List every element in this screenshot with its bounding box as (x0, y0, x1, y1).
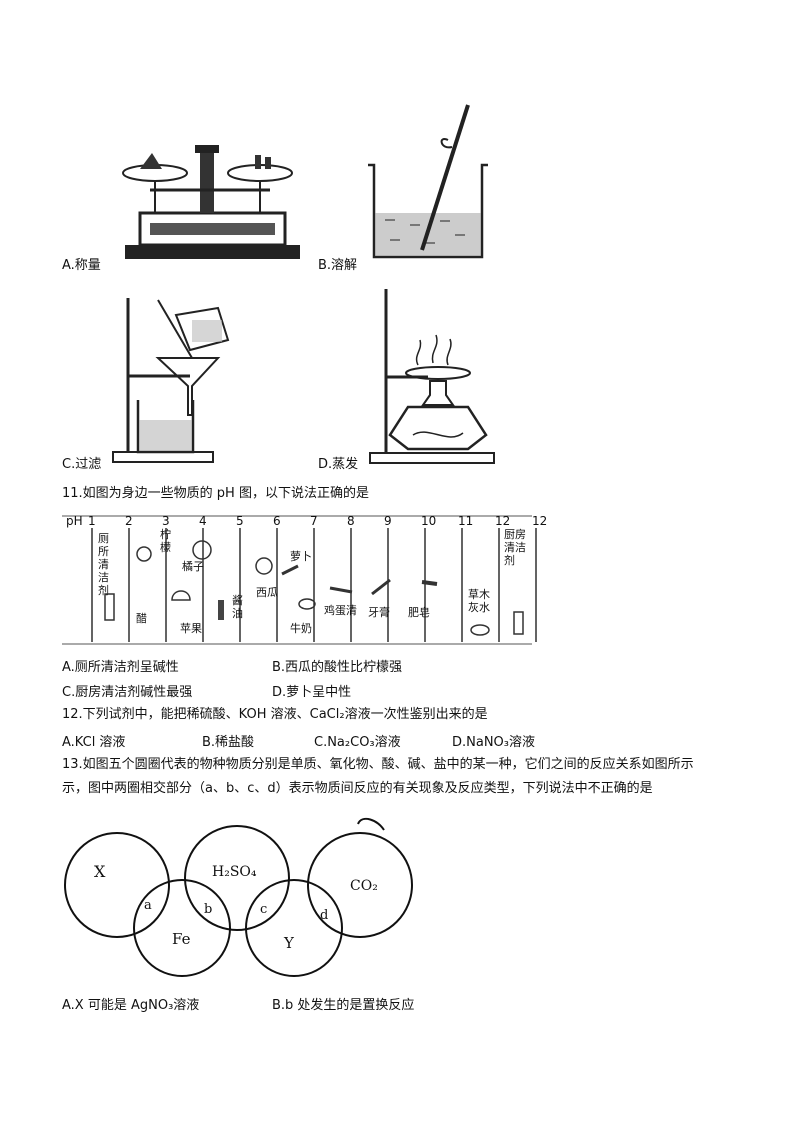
item-watermelon: 西瓜 (256, 586, 278, 599)
ph-tick-label: 10 (421, 514, 437, 528)
q11-option-a: A.厕所清洁剂呈碱性 (62, 660, 179, 675)
label-co2: CO₂ (350, 878, 378, 894)
item-radish: 萝卜 (290, 550, 312, 563)
q13-option-a: A.X 可能是 AgNO₃溶液 (62, 998, 200, 1013)
circle-co2 (307, 832, 413, 938)
circle-y (245, 879, 343, 977)
label-x: X (94, 862, 106, 881)
q12-option-a: A.KCl 溶液 (62, 735, 126, 750)
label-c: c (260, 902, 268, 917)
five-circles-diagram: X H₂SO₄ CO₂ Fe Y a b c d (62, 810, 422, 980)
item-soy-sauce: 酱油 (232, 594, 243, 620)
label-a: a (144, 898, 152, 913)
circle-fe (133, 879, 231, 977)
item-pictures (104, 540, 524, 636)
label-fe: Fe (172, 930, 191, 948)
ph-axis-label: pH (66, 514, 83, 528)
balance-figure (122, 145, 300, 259)
item-vinegar: 醋 (136, 612, 147, 625)
item-toilet-cleaner: 厕所清洁剂 (98, 532, 109, 597)
q12-option-b: B.稀盐酸 (202, 735, 255, 750)
ph-tick-label: 6 (273, 514, 281, 528)
item-orange: 橘子 (182, 560, 204, 573)
item-lemon: 柠檬 (160, 528, 171, 554)
q12-option-c: C.Na₂CO₃溶液 (314, 735, 401, 750)
item-soap: 肥皂 (408, 606, 430, 619)
option-c-filtration: C.过滤 (62, 457, 102, 472)
label-h2so4: H₂SO₄ (212, 864, 257, 880)
item-apple: 苹果 (180, 622, 202, 635)
ph-tick-label: 12 (532, 514, 548, 528)
ph-tick-label: 7 (310, 514, 318, 528)
ph-tick-label: 2 (125, 514, 133, 528)
q12-option-d: D.NaNO₃溶液 (452, 735, 536, 750)
question-13-stem-line2: 示，图中两圈相交部分（a、b、c、d）表示物质间反应的有关现象及反应类型，下列说… (62, 781, 653, 796)
circle-h2so4 (184, 825, 290, 931)
circle-x (64, 832, 170, 938)
label-b: b (204, 902, 213, 917)
item-plant-ash-water: 草木灰水 (468, 588, 490, 614)
filtration-figure (112, 298, 230, 463)
beaker-stirring-figure (368, 104, 488, 259)
question-11-stem: 11.如图为身边一些物质的 pH 图，以下说法正确的是 (62, 486, 369, 501)
ph-tick-label: 8 (347, 514, 355, 528)
label-y: Y (284, 934, 294, 952)
ph-tick-label: 11 (458, 514, 474, 528)
ph-tick-label: 5 (236, 514, 244, 528)
item-kitchen-cleaner: 厨房清洁剂 (504, 528, 526, 567)
item-toothpaste: 牙膏 (368, 606, 390, 619)
ph-tick-label: 9 (384, 514, 392, 528)
ph-tick-label: 4 (199, 514, 207, 528)
q11-option-b: B.西瓜的酸性比柠檬强 (272, 660, 403, 675)
ph-tick-label: 12 (495, 514, 511, 528)
q13-option-b: B.b 处发生的是置换反应 (272, 998, 415, 1013)
question-12-stem: 12.下列试剂中，能把稀硫酸、KOH 溶液、CaCl₂溶液一次性鉴别出来的是 (62, 707, 488, 722)
evaporation-figure (369, 289, 495, 464)
item-milk: 牛奶 (290, 622, 312, 635)
question-13-stem-line1: 13.如图五个圆圈代表的物种物质分别是单质、氧化物、酸、碱、盐中的某一种，它们之… (62, 757, 694, 772)
option-a-weighing: A.称量 (62, 258, 101, 273)
q11-option-c: C.厨房清洁剂碱性最强 (62, 685, 193, 700)
q11-option-d: D.萝卜呈中性 (272, 685, 352, 700)
label-d: d (320, 908, 329, 923)
option-b-dissolving: B.溶解 (318, 258, 358, 273)
ph-tick-label: 3 (162, 514, 170, 528)
ph-tick-label: 1 (88, 514, 96, 528)
option-d-evaporation: D.蒸发 (318, 457, 359, 472)
item-egg-white: 鸡蛋清 (324, 604, 357, 617)
